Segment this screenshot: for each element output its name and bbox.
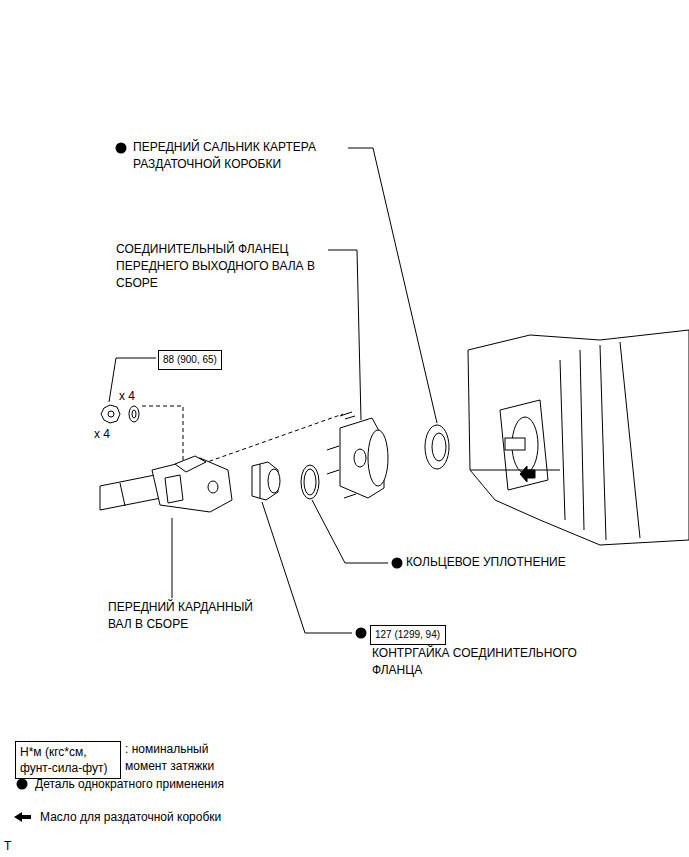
page-mark: T [4,838,11,855]
companion-flange [327,412,388,498]
quantity-note: x 4 [119,388,135,405]
propeller-shaft [100,456,232,512]
torque-value: Н*м (кгс*см, фунт-сила-фут) [20,744,116,776]
leader-lines [109,148,437,633]
legend-torque-box: Н*м (кгс*см, фунт-сила-фут) [15,741,121,779]
legend-text: Масло для раздаточной коробки [40,809,221,826]
nut-washer [101,405,139,423]
part-name: КОНТРГАЙКА СОЕДИНИТЕЛЬНОГО ФЛАНЦА [372,645,577,679]
o-ring [301,465,319,499]
legend-text: : номинальный момент затяжки [125,741,229,775]
part-name: ПЕРЕДНИЙ САЛЬНИК КАРТЕРА РАЗДАТОЧНОЙ КОР… [133,139,355,173]
dashed-lines [142,406,343,466]
transfer-case [468,330,689,545]
torque-box: 88 (900, 65) [158,350,222,370]
part-name: ПЕРЕДНИЙ КАРДАННЫЙ ВАЛ В СБОРЕ [108,599,276,633]
lock-nut [252,462,280,500]
torque-box: 127 (1299, 94) [370,625,446,645]
front-oil-seal [425,425,449,469]
torque-value: 88 (900, 65) [163,353,217,367]
torque-value: 127 (1299, 94) [375,628,441,642]
oil-arrow [14,812,31,822]
one-time-dots [17,143,403,790]
quantity-note: x 4 [94,426,110,443]
part-name: КОЛЬЦЕВОЕ УПЛОТНЕНИЕ [406,554,566,571]
legend-text: Деталь однократного применения [35,776,224,793]
part-name: СОЕДИНИТЕЛЬНЫЙ ФЛАНЕЦ ПЕРЕДНЕГО ВЫХОДНОГ… [116,241,331,292]
